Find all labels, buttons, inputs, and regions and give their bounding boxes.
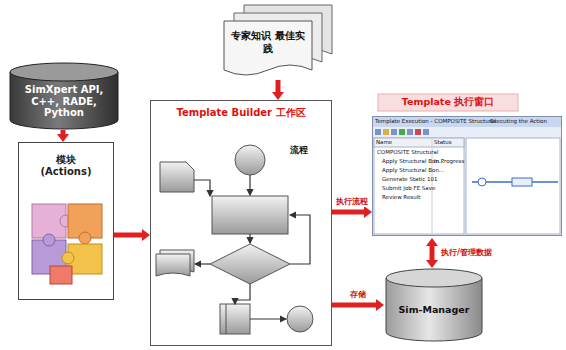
database-text: Sim-Manager xyxy=(388,304,480,315)
flow-arrow xyxy=(114,229,150,241)
window-text: Name xyxy=(376,140,392,146)
flow-arrow xyxy=(332,299,384,311)
database-cylinder: Sim-Manager xyxy=(384,268,484,344)
workspace-box-outline xyxy=(150,100,332,346)
window-text: Status xyxy=(434,140,452,146)
module-title: 模块 (Actions) xyxy=(36,154,96,178)
window-text: In Progress xyxy=(434,159,464,165)
document-stack: 专家知识 最佳实践 xyxy=(222,4,334,80)
workspace-box: Template Builder 工作区流程 xyxy=(150,100,332,346)
window-text: Template Execution - COMPOSITE Structura… xyxy=(375,119,496,125)
flow-arrow xyxy=(57,130,69,142)
arrow-label: 存储 xyxy=(349,290,367,300)
window-text: Review Result xyxy=(382,195,420,201)
module-box-outline xyxy=(18,142,114,300)
flow-arrow xyxy=(426,238,438,268)
execution-window-outline xyxy=(372,92,562,238)
window-text: Apply Structural Bon... xyxy=(382,168,444,174)
window-title: Template 执行窗口 xyxy=(380,96,516,109)
workspace-title: Template Builder 工作区 xyxy=(154,106,328,120)
arrow-label: 执行流程 xyxy=(335,197,369,207)
window-text: Submit Job FE Save xyxy=(382,186,435,192)
flow-arrow xyxy=(332,206,372,218)
execution-window: Template 执行窗口 Template Execution - COMPOS… xyxy=(372,92,562,238)
window-text: COMPOSITE Structural xyxy=(377,150,438,156)
source-cylinder: SimXpert API, C++, RADE, Python xyxy=(8,62,120,130)
module-box: 模块 (Actions) xyxy=(18,142,114,300)
flow-label: 流程 xyxy=(290,144,308,157)
flow-arrow xyxy=(272,80,284,100)
document-stack-outline xyxy=(222,4,334,80)
document-text: 专家知识 最佳实践 xyxy=(230,30,306,55)
window-text: Executing the Action xyxy=(490,119,547,125)
window-text: Generate Static 101 xyxy=(382,177,437,183)
arrow-label: 执行/管理数据 xyxy=(440,248,493,258)
source-text: SimXpert API, C++, RADE, Python xyxy=(16,84,112,119)
